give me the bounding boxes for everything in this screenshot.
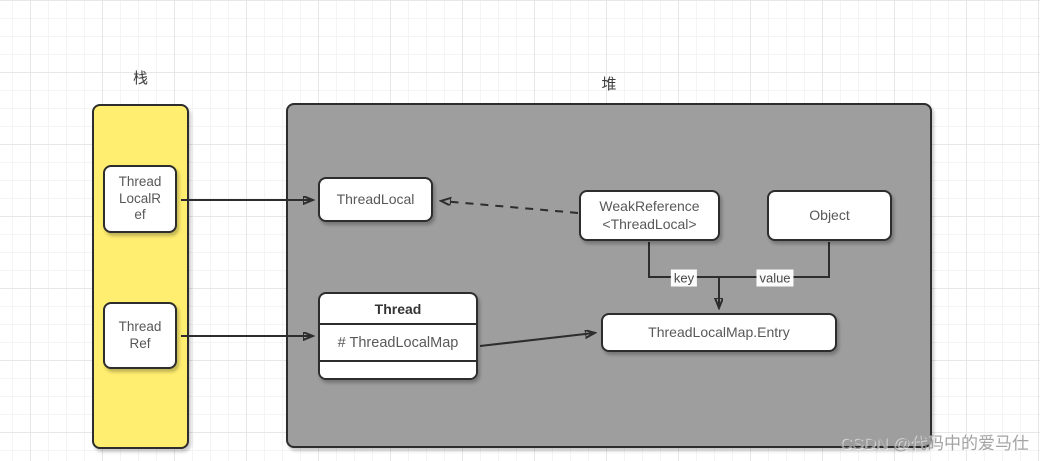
node-thread-local: ThreadLocal (318, 177, 433, 222)
node-weak-reference: WeakReference <ThreadLocal> (579, 190, 720, 241)
node-threadlocalmap-entry: ThreadLocalMap.Entry (601, 313, 837, 352)
stack-region (92, 104, 189, 449)
thread-class-title: Thread (320, 294, 476, 325)
thread-class-empty-row (320, 362, 476, 378)
stack-region-label: 栈 (132, 70, 148, 87)
node-threadlocalmap-entry-label: ThreadLocalMap.Entry (648, 323, 790, 340)
node-thread-local-label: ThreadLocal (336, 190, 415, 207)
heap-region (286, 103, 932, 448)
edge-label-value: value (756, 269, 794, 287)
node-thread-ref-label: Thread Ref (118, 319, 162, 351)
node-weak-reference-label: WeakReference <ThreadLocal> (599, 198, 700, 232)
node-thread-class: Thread # ThreadLocalMap (318, 292, 478, 380)
node-thread-local-ref-label: Thread LocalR ef (118, 174, 162, 223)
node-thread-local-ref: Thread LocalR ef (103, 165, 177, 233)
csdn-watermark: CSDN @代码中的爱马仕 (839, 434, 1029, 453)
node-object-label: Object (809, 206, 850, 223)
heap-region-label: 堆 (601, 76, 617, 93)
edge-label-key: key (670, 269, 698, 287)
thread-class-field-threadlocalmap: # ThreadLocalMap (320, 325, 476, 362)
node-thread-ref: Thread Ref (103, 302, 177, 369)
node-object: Object (767, 190, 892, 241)
